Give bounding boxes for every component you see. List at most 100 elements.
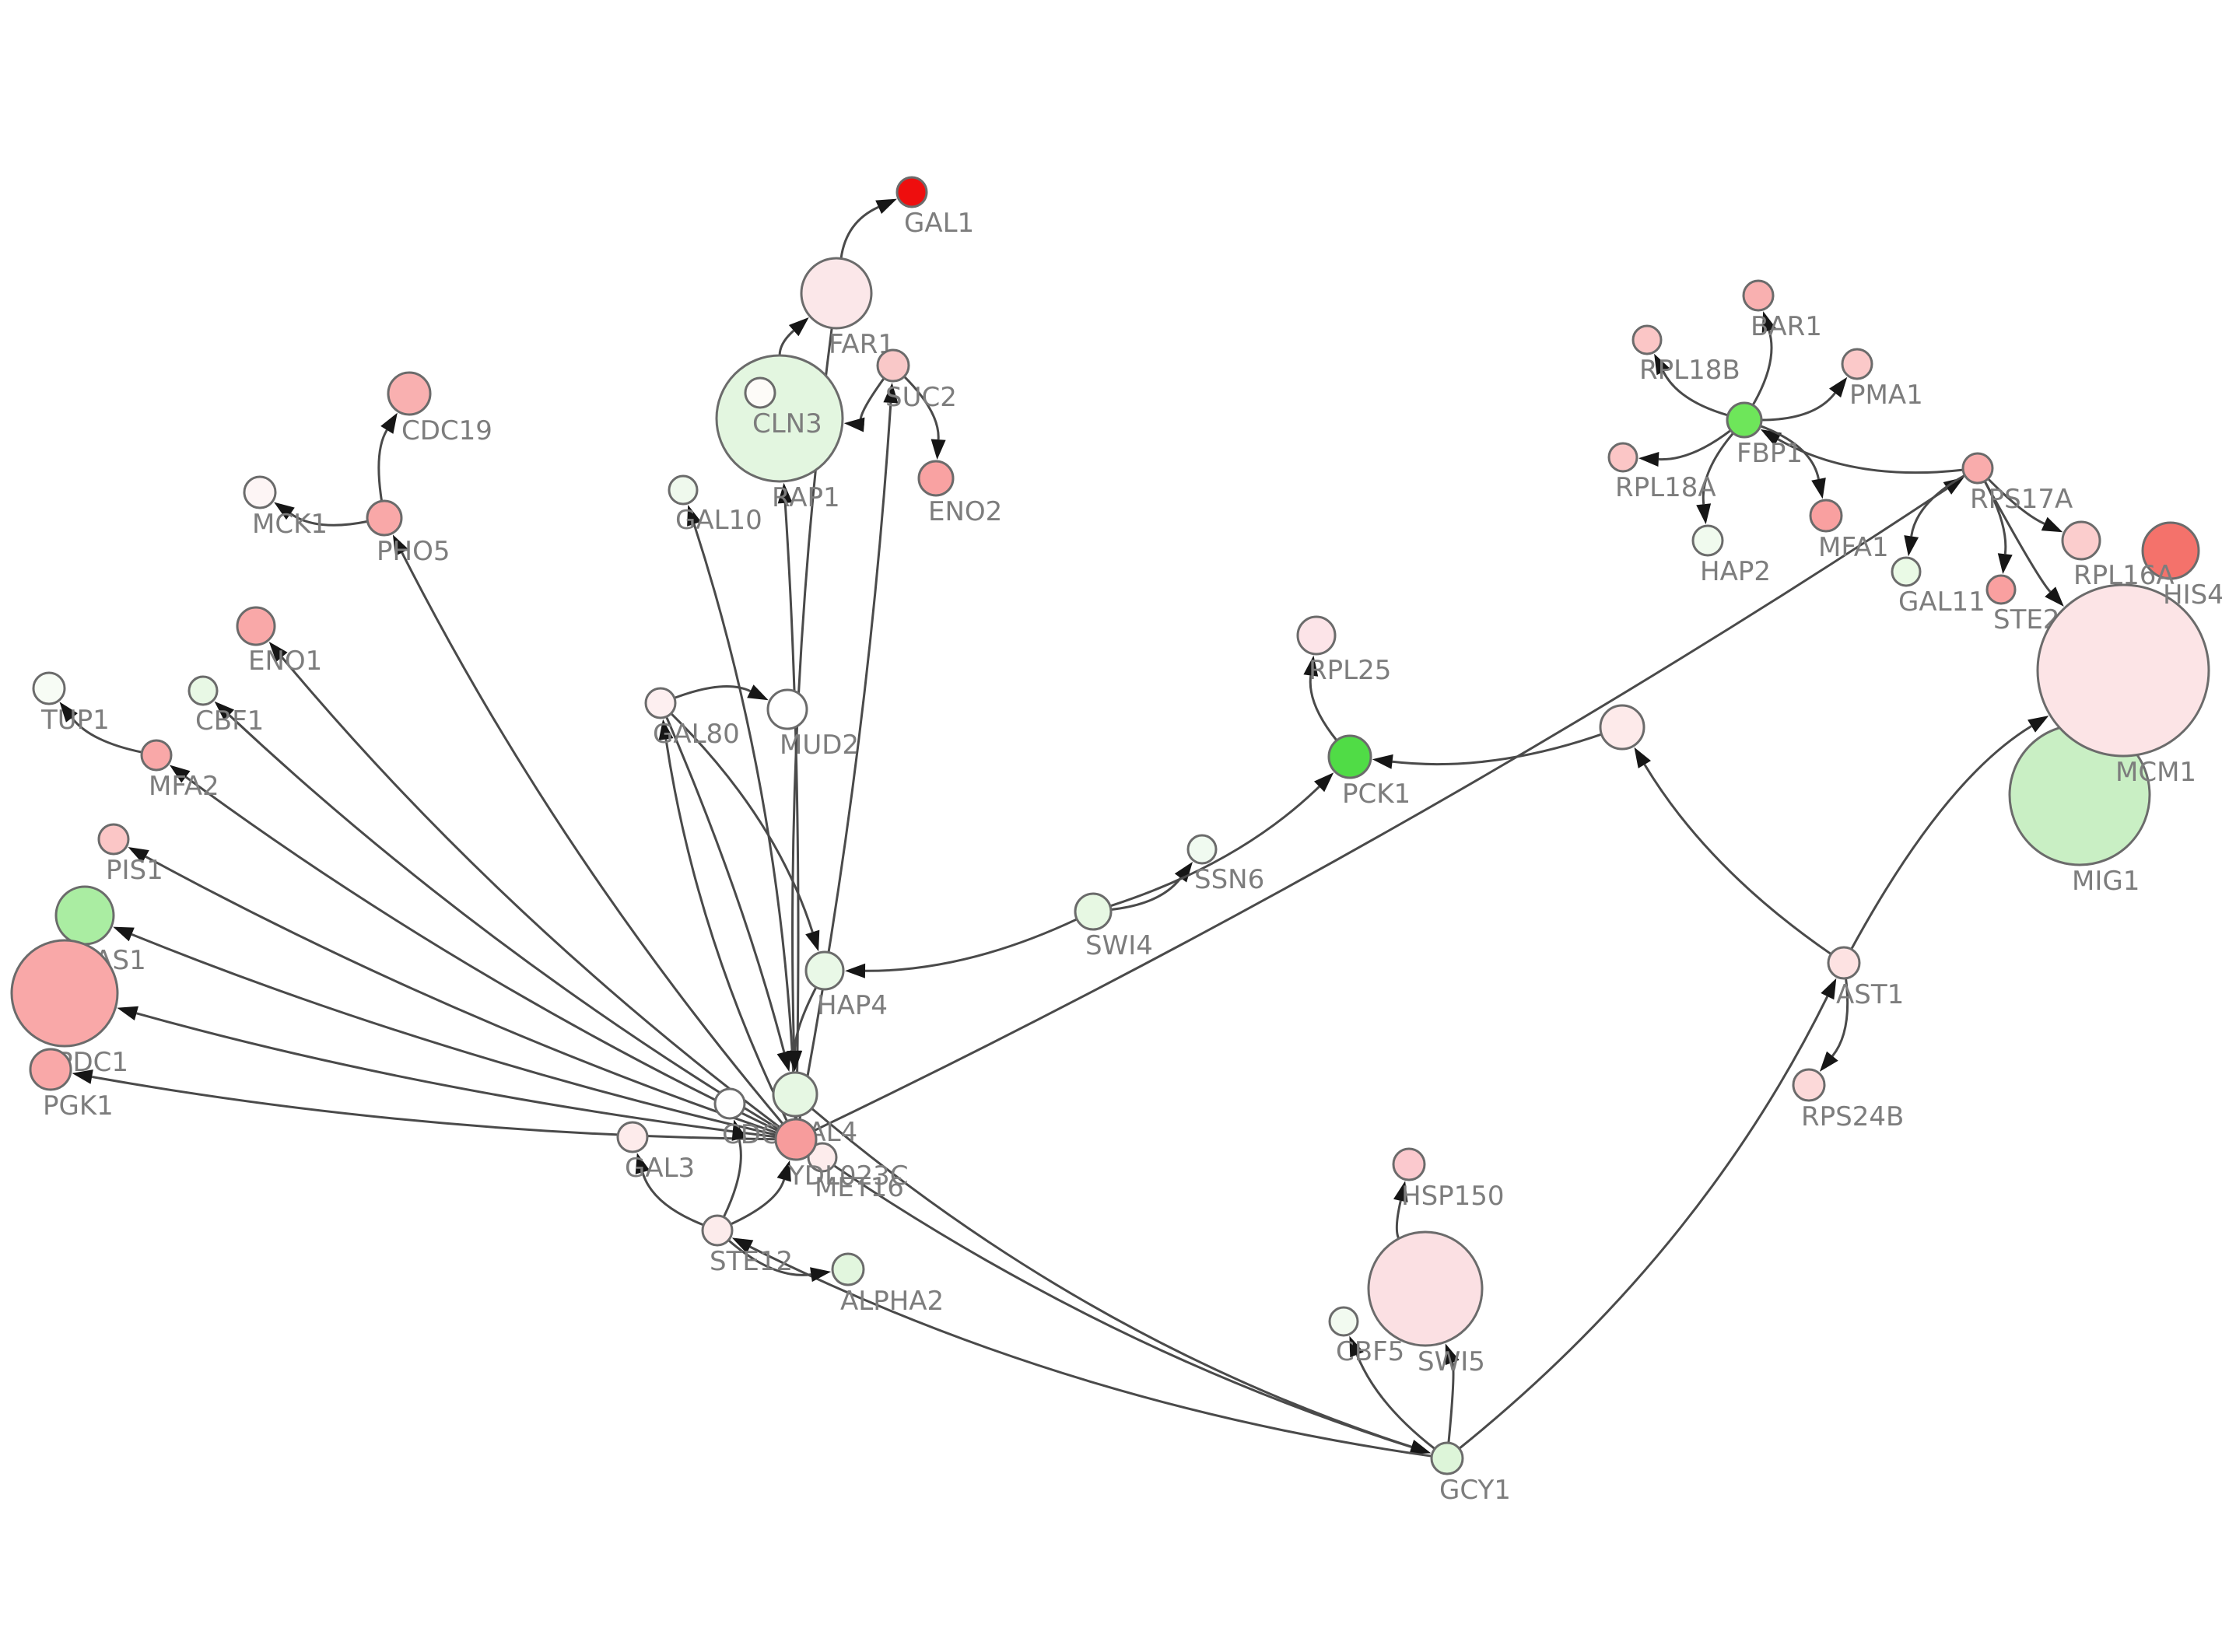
node-RPL16A[interactable]: [2061, 520, 2101, 561]
node-STE2[interactable]: [1985, 574, 2017, 605]
node-CBF1[interactable]: [188, 675, 219, 706]
node-RPL18A[interactable]: [1607, 442, 1638, 473]
node-GAL80[interactable]: [644, 687, 677, 719]
node-CDC6[interactable]: [713, 1087, 746, 1120]
label-AST1: AST1: [1836, 979, 1904, 1010]
arrowhead-RPS17A-MCM1: [2045, 586, 2064, 607]
node-HIS4[interactable]: [2141, 521, 2200, 580]
node-MCK1[interactable]: [243, 475, 277, 509]
node-PIS1[interactable]: [97, 823, 130, 856]
edge-GAL80-HAP4: [670, 712, 814, 933]
label-RAP1: RAP1: [772, 482, 840, 513]
edge-STE12-ALPHA2: [727, 1239, 811, 1276]
node-GCY1[interactable]: [1430, 1441, 1464, 1475]
arrowhead-FBP1-RPL18A: [1638, 452, 1659, 467]
edge-SWI4-SSN6: [1110, 877, 1182, 911]
arrowhead-RPS17A-GAL11: [1904, 535, 1919, 557]
arrowhead-STE12-GAL3: [635, 1153, 650, 1174]
node-AST1[interactable]: [1827, 946, 1861, 980]
node-PMA1[interactable]: [1841, 348, 1873, 380]
edge-AST1-RPS24B: [1831, 978, 1849, 1057]
node-STE12[interactable]: [701, 1214, 734, 1247]
arrowhead-GAL80-MUD2: [747, 684, 769, 701]
arrowhead-GAL4-GCY1: [1409, 1440, 1432, 1454]
edge-GAL80-MUD2: [674, 685, 752, 699]
label-HAP4: HAP4: [817, 990, 888, 1021]
label-HIS4: HIS4: [2163, 579, 2222, 611]
node-PGK1[interactable]: [29, 1048, 72, 1091]
edge-GAL80-GAL4: [665, 716, 786, 1053]
arrowhead-YDL023C-PHO5: [392, 534, 409, 556]
node-PHO5[interactable]: [366, 499, 403, 537]
arrowhead-HAP4-GAL4: [787, 1050, 803, 1071]
edge-RPS17A-FBP1: [1777, 438, 1964, 474]
node-PCK1[interactable]: [1327, 734, 1372, 779]
arrowhead-STE12-ALPHA2: [810, 1267, 832, 1283]
node-UNLABELED1[interactable]: [1599, 704, 1645, 751]
node-GAL4[interactable]: [772, 1071, 818, 1118]
node-PDC1[interactable]: [10, 939, 119, 1048]
node-CBF5[interactable]: [1328, 1306, 1359, 1337]
label-SUC2: SUC2: [885, 382, 957, 413]
node-FBP1[interactable]: [1726, 401, 1763, 439]
node-RAS1[interactable]: [54, 885, 115, 946]
node-RPL18B[interactable]: [1631, 324, 1663, 355]
node-ALPHA2[interactable]: [831, 1252, 865, 1286]
label-RPL25: RPL25: [1309, 655, 1391, 686]
node-SUC2[interactable]: [876, 348, 910, 383]
label-PHO5: PHO5: [377, 536, 450, 567]
node-GAL3[interactable]: [616, 1121, 649, 1153]
label-STE12: STE12: [710, 1246, 793, 1277]
edge-YDL023C-ENO1: [281, 656, 781, 1129]
arrowhead-GAL80-GAL4: [776, 1050, 791, 1072]
node-TUP1[interactable]: [32, 671, 66, 705]
node-RPL25[interactable]: [1296, 615, 1337, 656]
node-BAR1[interactable]: [1742, 279, 1775, 312]
node-RPS24B[interactable]: [1792, 1068, 1826, 1102]
edge-YDL023C-PGK1: [91, 1076, 776, 1141]
arrowhead-STE12-CDC6: [731, 1119, 746, 1141]
label-GCY1: GCY1: [1439, 1475, 1511, 1506]
node-MCM1[interactable]: [2036, 583, 2210, 758]
label-ENO1: ENO1: [248, 646, 322, 677]
label-SWI4: SWI4: [1085, 930, 1153, 961]
label-PIS1: PIS1: [106, 855, 163, 886]
node-GAL10[interactable]: [668, 474, 699, 506]
node-HAP4[interactable]: [804, 950, 845, 991]
edge-YDL023C-GCY1: [811, 1150, 1412, 1448]
node-GAL11[interactable]: [1891, 556, 1922, 587]
node-SSN6[interactable]: [1186, 834, 1218, 865]
label-GAL10: GAL10: [675, 505, 762, 536]
arrowhead-SWI5-HSP150: [1393, 1181, 1408, 1202]
edge-YDL023C-RAS1: [131, 933, 777, 1136]
arrowhead-FAR1-GAL1: [875, 198, 897, 214]
edge-STE12-YDL023C: [730, 1179, 786, 1226]
label-GAL80: GAL80: [653, 719, 740, 750]
node-HAP2[interactable]: [1691, 524, 1724, 557]
node-YDL023C[interactable]: [774, 1118, 818, 1161]
edge-UNLABELED1-PCK1: [1392, 733, 1602, 766]
node-MET16[interactable]: [807, 1142, 838, 1173]
node-ENO1[interactable]: [236, 606, 276, 646]
node-GAL1[interactable]: [895, 176, 928, 208]
node-SWI5[interactable]: [1367, 1230, 1484, 1347]
edge-RAP1-FAR1: [778, 329, 795, 356]
edge-GCY1-CBF5: [1355, 1354, 1436, 1450]
node-SWI4[interactable]: [1074, 892, 1113, 931]
arrowhead-SWI4-SSN6: [1174, 862, 1193, 883]
node-RPS17A[interactable]: [1961, 452, 1994, 485]
node-MUD2[interactable]: [766, 688, 808, 730]
edge-GCY1-AST1: [1458, 996, 1829, 1450]
edge-YDL023C-PDC1: [136, 1012, 776, 1139]
node-MFA2[interactable]: [140, 739, 173, 772]
edge-GAL4-GCY1: [811, 1107, 1412, 1448]
edge-FBP1-BAR1: [1751, 330, 1773, 406]
edge-FAR1-GAL1: [839, 205, 879, 259]
node-CLN3[interactable]: [744, 376, 776, 409]
node-ENO2[interactable]: [917, 460, 955, 497]
node-MFA1[interactable]: [1809, 499, 1843, 533]
node-CDC19[interactable]: [387, 371, 432, 416]
node-HSP150[interactable]: [1392, 1147, 1426, 1181]
node-FAR1[interactable]: [800, 257, 873, 330]
arrowhead-FBP1-PMA1: [1829, 376, 1848, 398]
